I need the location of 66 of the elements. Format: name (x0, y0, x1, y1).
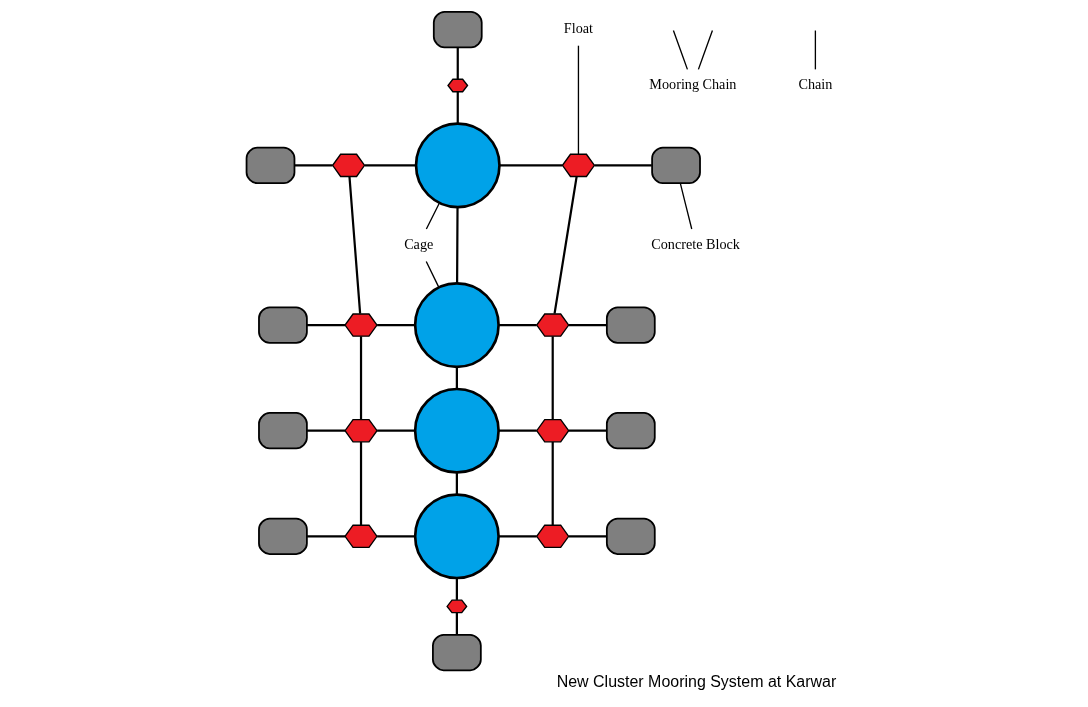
node-hexagon (535, 418, 569, 443)
connector (552, 176, 578, 314)
connector (498, 429, 537, 432)
connector (425, 260, 439, 288)
connector (359, 441, 362, 526)
connector (294, 164, 333, 167)
node-box (257, 412, 308, 450)
node-hexagon (331, 153, 365, 178)
connector (455, 207, 459, 284)
connector (376, 429, 415, 432)
node-hexagon (535, 524, 569, 549)
node-box (432, 10, 483, 49)
connector (376, 324, 415, 327)
connector (814, 29, 816, 71)
node-circle (414, 122, 501, 209)
connector (364, 164, 416, 167)
connector (306, 324, 345, 327)
node-box (605, 517, 656, 555)
node-text: Cage (403, 235, 433, 252)
connector (455, 367, 458, 389)
connector (697, 29, 713, 71)
connector (679, 182, 692, 230)
connector (425, 202, 440, 230)
connector (359, 336, 362, 420)
node-hexagon (343, 418, 378, 443)
connector (376, 535, 415, 538)
connector (672, 29, 688, 71)
node-text: Concrete Block (650, 235, 740, 252)
connector (568, 324, 607, 327)
connector (455, 472, 458, 495)
node-text: Float (563, 19, 593, 36)
node-box (605, 412, 656, 450)
node-box (257, 306, 308, 344)
connector (551, 441, 554, 526)
node-hexagon (343, 524, 378, 549)
connector (577, 45, 579, 155)
node-text: Chain (797, 75, 832, 92)
connector (568, 535, 607, 538)
connector (498, 535, 537, 538)
caption: New Cluster Mooring System at Karwar (556, 672, 836, 690)
node-circle (413, 387, 500, 474)
node-circle (413, 282, 500, 369)
connector (306, 535, 345, 538)
connector (456, 91, 459, 124)
connector (455, 612, 458, 635)
connector (568, 429, 607, 432)
node-box (605, 306, 656, 344)
node-hexagon (445, 599, 467, 614)
connector (593, 164, 652, 167)
node-circle (413, 493, 500, 580)
connector (306, 429, 345, 432)
node-hexagon (446, 78, 468, 93)
connector (551, 336, 554, 420)
node-box (650, 146, 701, 184)
node-box (431, 633, 482, 672)
node-box (245, 146, 295, 184)
connector (347, 176, 361, 314)
connector (455, 578, 458, 600)
connector (456, 47, 459, 80)
node-box (257, 517, 308, 555)
node-hexagon (535, 313, 569, 337)
connector (498, 324, 537, 327)
node-text: Mooring Chain (648, 75, 736, 92)
node-hexagon (561, 153, 595, 178)
connector (499, 164, 562, 167)
node-hexagon (343, 313, 378, 337)
